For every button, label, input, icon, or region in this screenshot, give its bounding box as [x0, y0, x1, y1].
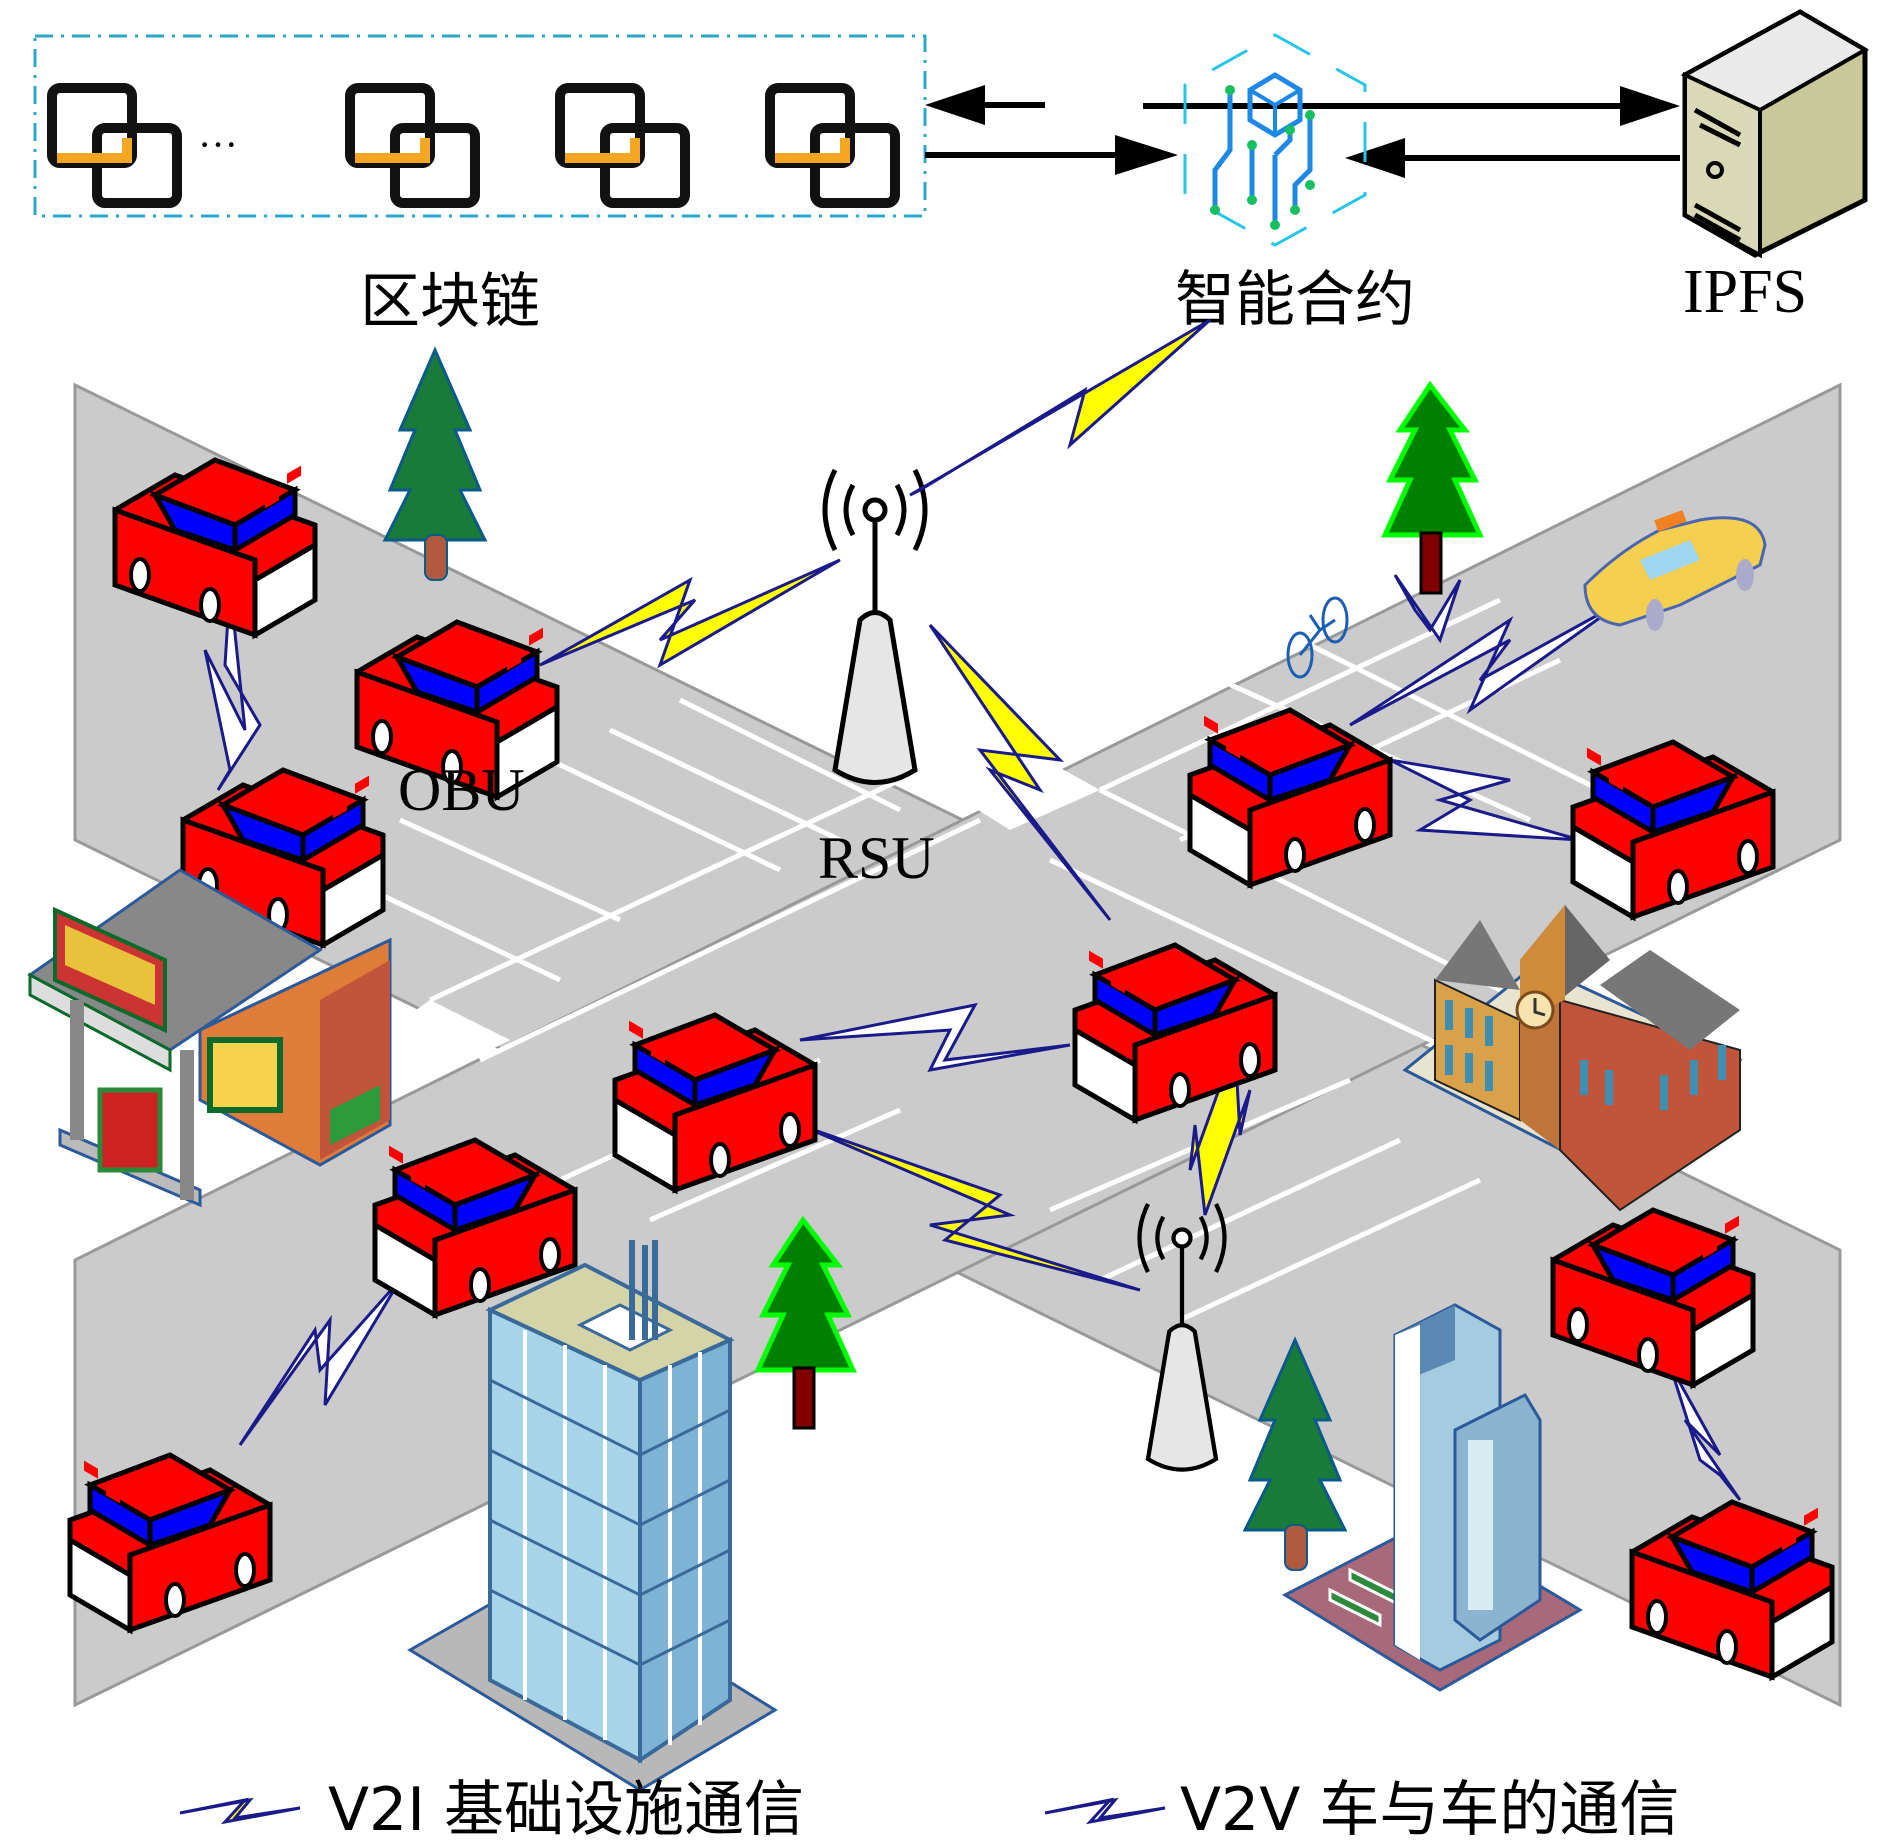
road-island [930, 740, 1100, 830]
v2v-bolt [1393, 574, 1462, 644]
v2i-links [539, 318, 1252, 1292]
legend-v2v-label: V2V 车与车的通信 [1180, 1775, 1679, 1843]
v2i-bolt-car-rsu2 [1188, 1044, 1252, 1216]
v2v-bolt [1668, 1364, 1742, 1501]
taxi-icon [1583, 510, 1767, 631]
arrow-right-icon [1115, 135, 1178, 175]
legend-item-v2i: V2I 基础设施通信 [179, 1775, 804, 1843]
town-hall-building-icon [1402, 905, 1743, 1212]
arrow-left-icon [925, 85, 985, 125]
legend: V2I 基础设施通信 V2V 车与车的通信 [179, 1775, 1679, 1843]
data-flow-arrows [925, 85, 1680, 178]
v2i-bolt-rsu-contract [909, 318, 1211, 497]
rsu-tower-icon [825, 470, 925, 783]
v2i-bolt-car-rsu [799, 1123, 1141, 1292]
arrow-left-icon [1345, 138, 1405, 178]
arrow-right-icon [1620, 86, 1680, 126]
ipfs-server-icon: IPFS [1680, 9, 1869, 326]
tree-icon [1385, 385, 1480, 593]
obu-label: OBU [398, 757, 525, 823]
v2v-bolt [799, 1002, 1071, 1073]
block-chain-link-icon [52, 88, 177, 203]
legend-item-v2v: V2V 车与车的通信 [1044, 1775, 1679, 1843]
white-lightning-icon [1044, 1797, 1166, 1825]
bicycle-icon [1286, 596, 1349, 679]
blockchain-label: 区块链 [360, 267, 540, 337]
block-chain-link-icon [770, 88, 895, 203]
road-island [360, 1000, 510, 1085]
block-chain-link-icon [350, 88, 475, 203]
yellow-lightning-icon [179, 1797, 301, 1825]
blockchain-group: ··· 区块链 [33, 34, 927, 337]
skyscraper-icon [1281, 1303, 1583, 1692]
v2i-bolt-obu-rsu [539, 558, 841, 669]
office-tower-icon [407, 1240, 778, 1792]
v2i-bolt-rsu-car [928, 623, 1112, 921]
ipfs-label: IPFS [1683, 258, 1807, 326]
gas-station-icon [27, 868, 392, 1208]
block-chain-link-icon [560, 88, 685, 203]
ellipsis: ··· [198, 122, 238, 167]
legend-v2i-label: V2I 基础设施通信 [328, 1775, 804, 1843]
smart-contract-label: 智能合约 [1175, 265, 1415, 335]
smart-contract-icon: 智能合约 [1175, 33, 1415, 335]
v2v-bolt [203, 584, 262, 791]
rsu-label: RSU [818, 825, 935, 891]
blockchain-dashed-box [33, 34, 927, 218]
